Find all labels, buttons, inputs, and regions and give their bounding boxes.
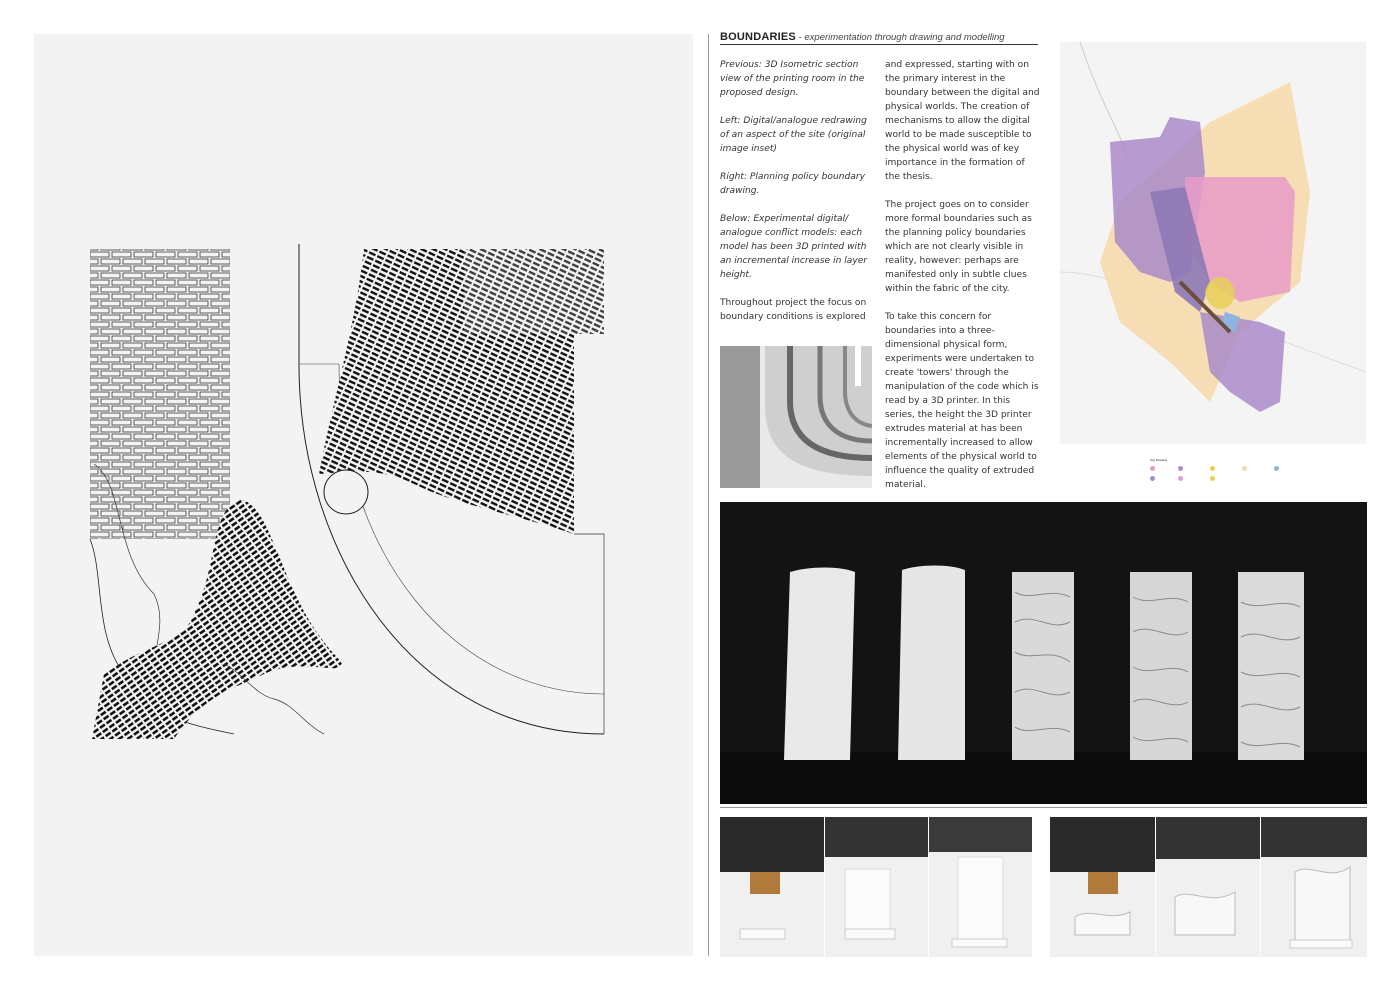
- caption-below: Below: Experimental digital/ analogue co…: [720, 214, 868, 280]
- legend-swatch-yellow: [1210, 466, 1215, 471]
- site-redrawing-illustration: [89, 244, 605, 739]
- site-redrawing-panel: [34, 34, 693, 956]
- printer-process-photo-b: [1050, 817, 1367, 957]
- legend-swatch-pink: [1150, 466, 1155, 471]
- caption-left: Left: Digital/analogue redrawing of an a…: [720, 116, 867, 154]
- legend-swatch-pink-2: [1178, 476, 1183, 481]
- vertical-divider: [708, 34, 709, 956]
- legend-swatch-peach: [1242, 466, 1247, 471]
- body-paragraph-intro: Throughout project the focus on boundary…: [720, 298, 867, 322]
- caption-previous: Previous: 3D Isometric section view of t…: [720, 60, 865, 98]
- planning-policy-map: [1060, 42, 1366, 444]
- printed-models-photo: [720, 502, 1367, 804]
- body-paragraph-1: and expressed, starting with on the prim…: [885, 60, 1040, 182]
- caption-right: Right: Planning policy boundary drawing.: [720, 172, 865, 196]
- legend-swatch-yellow-2: [1210, 476, 1215, 481]
- body-paragraph-2: The project goes on to consider more for…: [885, 200, 1032, 294]
- legend-swatch-purple-2: [1150, 476, 1155, 481]
- printer-process-photo-a: [720, 817, 1032, 957]
- map-legend: Key Drawing: [1150, 458, 1350, 486]
- legend-title: Key Drawing: [1150, 458, 1168, 462]
- body-paragraph-3: To take this concern for boundaries into…: [885, 312, 1039, 490]
- section-heading: BOUNDARIES - experimentation through dra…: [720, 31, 1038, 45]
- original-site-photo: [720, 346, 872, 488]
- text-column-2: and expressed, starting with on the prim…: [885, 58, 1041, 506]
- horizontal-divider: [720, 807, 1367, 808]
- text-column-1: Previous: 3D Isometric section view of t…: [720, 58, 878, 338]
- heading-title: BOUNDARIES: [720, 31, 796, 43]
- heading-subtitle: - experimentation through drawing and mo…: [795, 32, 1005, 43]
- legend-swatch-blue: [1274, 466, 1279, 471]
- legend-swatch-purple: [1178, 466, 1183, 471]
